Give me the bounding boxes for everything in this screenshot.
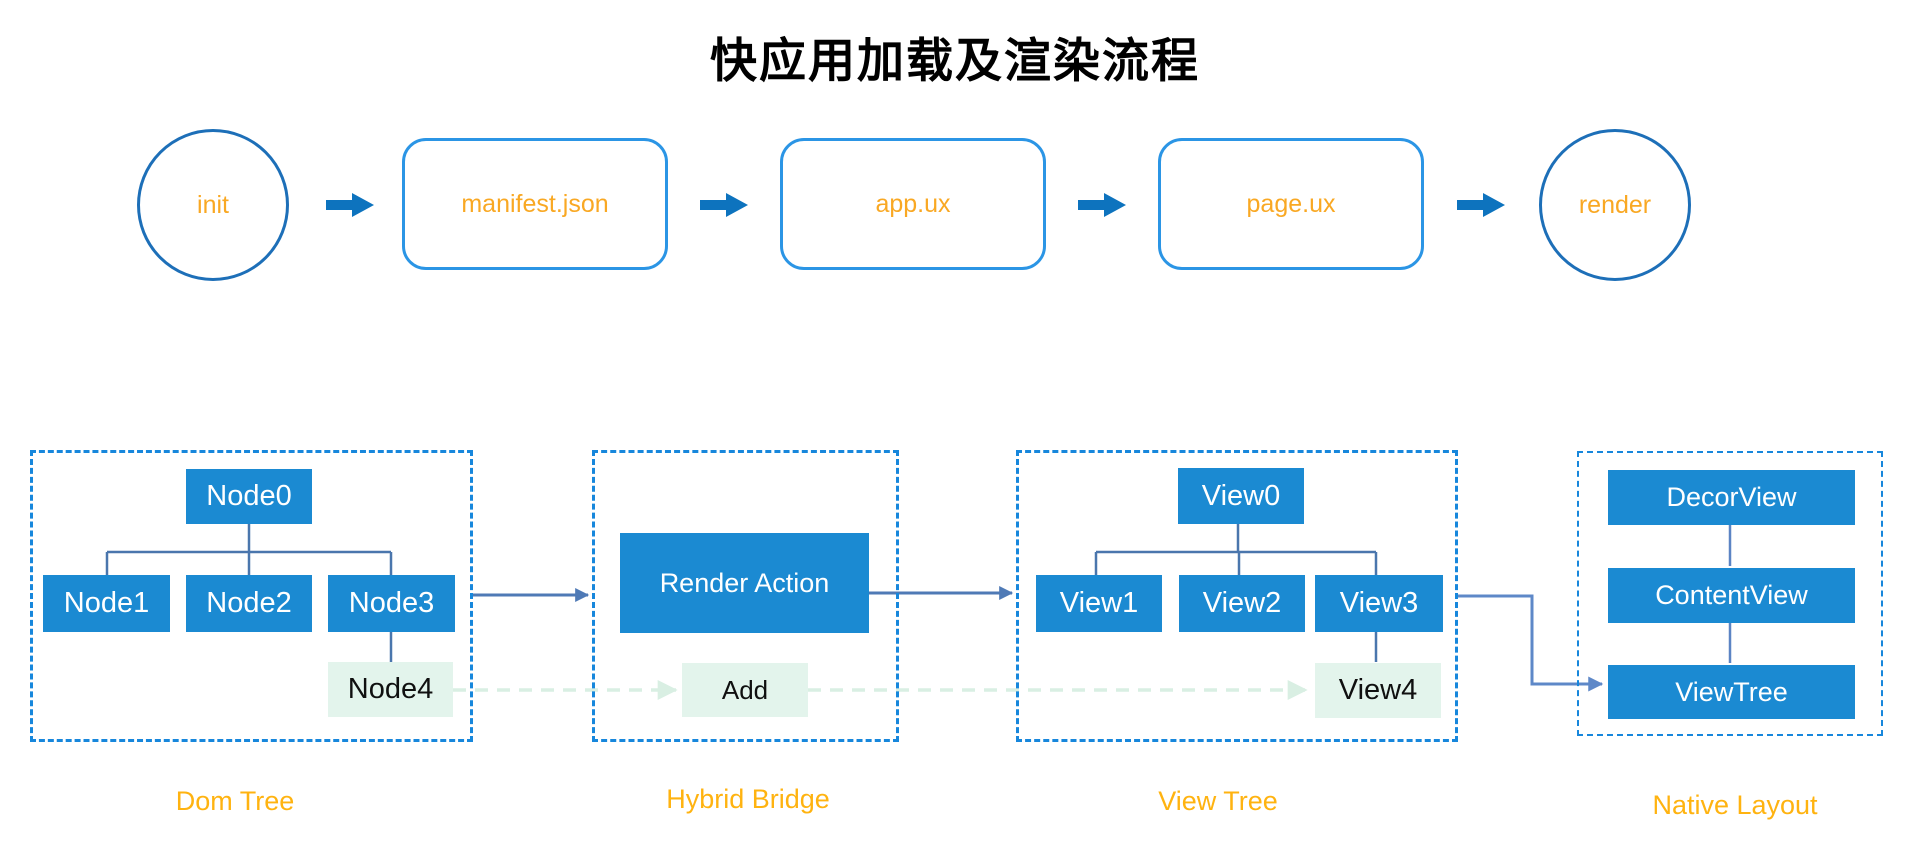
flow-step-render: render xyxy=(1539,129,1691,281)
flow-step-page-ux-label: page.ux xyxy=(1246,189,1336,218)
view-node-label: View2 xyxy=(1202,587,1282,619)
add-node: Add xyxy=(682,663,808,717)
view-tree-container: View0 View1 View2 View3 View4 xyxy=(1016,450,1458,742)
view-node-label: View3 xyxy=(1339,587,1419,619)
hybrid-bridge-container: Render Action Add xyxy=(592,450,899,742)
render-action-label: Render Action xyxy=(659,567,830,598)
dom-node-label: Node4 xyxy=(347,673,434,705)
native-layout-container: DecorView ContentView ViewTree xyxy=(1577,451,1883,736)
flow-arrow-icon xyxy=(1078,193,1126,217)
add-node-label: Add xyxy=(721,674,769,705)
dom-node: Node3 xyxy=(328,575,455,632)
dom-tree-container: Node0 Node1 Node2 Node3 Node4 xyxy=(30,450,473,742)
flow-arrow-icon xyxy=(326,193,374,217)
dom-tree-section-label: Dom Tree xyxy=(175,786,295,816)
view-node: View3 xyxy=(1315,575,1443,632)
native-view-label: ViewTree xyxy=(1675,676,1788,707)
native-view-node: ViewTree xyxy=(1608,665,1855,719)
native-layout-section-label: Native Layout xyxy=(1652,790,1818,820)
view-node-label: View0 xyxy=(1201,479,1281,512)
flow-step-init-label: init xyxy=(197,190,229,219)
dom-node-label: Node0 xyxy=(206,480,292,512)
view-node-label: View4 xyxy=(1338,674,1418,706)
native-view-node: DecorView xyxy=(1608,470,1855,525)
flow-step-app-ux-label: app.ux xyxy=(875,189,951,218)
dom-node: Node0 xyxy=(186,469,312,524)
dom-node-label: Node3 xyxy=(348,587,435,619)
flow-step-manifest-label: manifest.json xyxy=(461,189,609,218)
flow-step-app-ux: app.ux xyxy=(780,138,1046,270)
flow-step-page-ux: page.ux xyxy=(1158,138,1424,270)
page-title: 快应用加载及渲染流程 xyxy=(710,34,1200,89)
view-tree-section-label: View Tree xyxy=(1158,786,1278,816)
native-view-node: ContentView xyxy=(1608,568,1855,623)
flow-step-init: init xyxy=(137,129,289,281)
view-node: View1 xyxy=(1036,575,1162,632)
view-node-new: View4 xyxy=(1315,663,1441,718)
view-node: View2 xyxy=(1179,575,1305,632)
flow-step-render-label: render xyxy=(1578,190,1652,219)
dom-node-label: Node1 xyxy=(63,587,150,619)
native-view-label: DecorView xyxy=(1666,482,1797,512)
native-view-label: ContentView xyxy=(1655,580,1808,610)
render-action-node: Render Action xyxy=(620,533,869,633)
flow-step-manifest: manifest.json xyxy=(402,138,668,270)
flow-arrow-icon xyxy=(1457,193,1505,217)
flow-arrow-icon xyxy=(700,193,748,217)
hybrid-bridge-section-label: Hybrid Bridge xyxy=(666,784,830,814)
dom-node-label: Node2 xyxy=(206,587,292,619)
view-node: View0 xyxy=(1178,468,1304,524)
dom-node: Node1 xyxy=(43,575,170,632)
dom-node-new: Node4 xyxy=(328,662,453,717)
view-node-label: View1 xyxy=(1059,587,1139,619)
dom-node: Node2 xyxy=(186,575,312,632)
